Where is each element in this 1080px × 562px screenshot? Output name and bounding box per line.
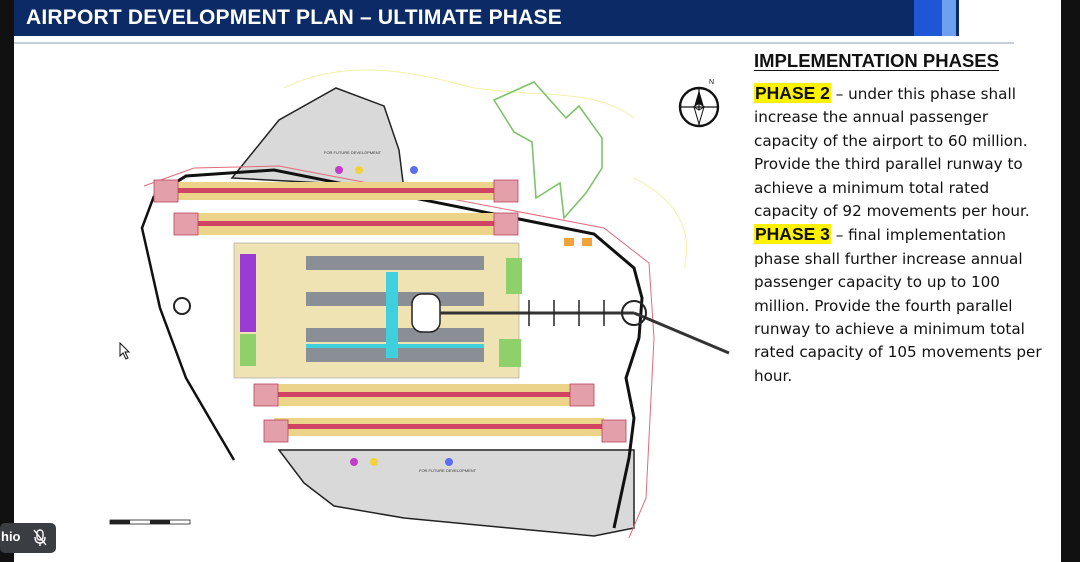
green-block-east [506,258,522,294]
green-block-east-2 [499,339,521,367]
mouse-cursor-icon [119,342,131,360]
marker [335,166,343,174]
scale-bar-segment [110,520,130,524]
runway-end-pad [263,419,289,443]
phase-2-text: – under this phase shall increase the an… [754,85,1030,221]
runway-end-pad [601,419,627,443]
runway-end-pad [253,383,279,407]
airport-plan-map: FOR FUTURE DEVELOPMENT FOR FUTURE DEVELO… [109,69,730,538]
runway-end-pad [493,212,519,236]
phase-3-text: – final implementation phase shall furth… [754,226,1042,385]
runway-2 [186,221,506,226]
perimeter-road-west [140,195,236,461]
runway-3 [264,392,584,397]
phase-2-paragraph: PHASE 2 – under this phase shall increas… [754,82,1044,223]
marker [370,458,378,466]
mic-muted-icon [33,529,47,546]
terminal-main [386,272,398,358]
title-accent-light [942,0,956,36]
south-development-label: FOR FUTURE DEVELOPMENT [419,468,477,473]
access-road-spur [633,311,730,355]
landside-loop [411,293,441,333]
terrain-contour [633,177,688,269]
terminal-link [306,344,484,348]
north-development-area [230,87,405,191]
phase-3-label: PHASE 3 [754,224,831,245]
title-bar: AIRPORT DEVELOPMENT PLAN – ULTIMATE PHAS… [14,0,959,36]
purple-block [240,254,256,332]
phases-heading: IMPLEMENTATION PHASES [754,50,999,71]
perimeter-road [153,168,644,529]
terrain-contour [283,69,635,119]
runway-1 [166,188,496,193]
boundary-line [143,165,655,538]
divider-line [14,42,1014,44]
marker [582,238,592,246]
compass-icon: N [678,79,720,128]
runway-4 [274,424,604,429]
runway-end-pad [569,383,595,407]
title-accent-dark [914,0,942,36]
slide-title: AIRPORT DEVELOPMENT PLAN – ULTIMATE PHAS… [26,6,562,29]
marker [410,166,418,174]
participant-name-chip[interactable]: hio [0,523,56,553]
west-interchange [173,297,191,315]
implementation-phases-panel: IMPLEMENTATION PHASES PHASE 2 – under th… [754,50,1044,388]
runway-end-pad [173,212,199,236]
phase-2-label: PHASE 2 [754,83,831,103]
runway-end-pad [493,179,519,203]
phase-3-paragraph: PHASE 3 – final implementation phase sha… [754,223,1044,388]
compass-north-letter: N [709,79,714,86]
marker [355,166,363,174]
runway-end-pad [153,179,179,203]
scale-bar-segment [150,520,170,524]
north-development-label: FOR FUTURE DEVELOPMENT [324,150,382,155]
marker [350,458,358,466]
marker [445,458,453,466]
interchange [621,300,647,326]
green-boundary-outline [492,81,603,220]
marker [564,238,574,246]
south-development-area [277,449,635,537]
presentation-slide: AIRPORT DEVELOPMENT PLAN – ULTIMATE PHAS… [14,0,1061,562]
terminal-pier-1 [306,256,484,270]
participant-name: hio [1,529,21,544]
green-block-west [240,334,256,366]
